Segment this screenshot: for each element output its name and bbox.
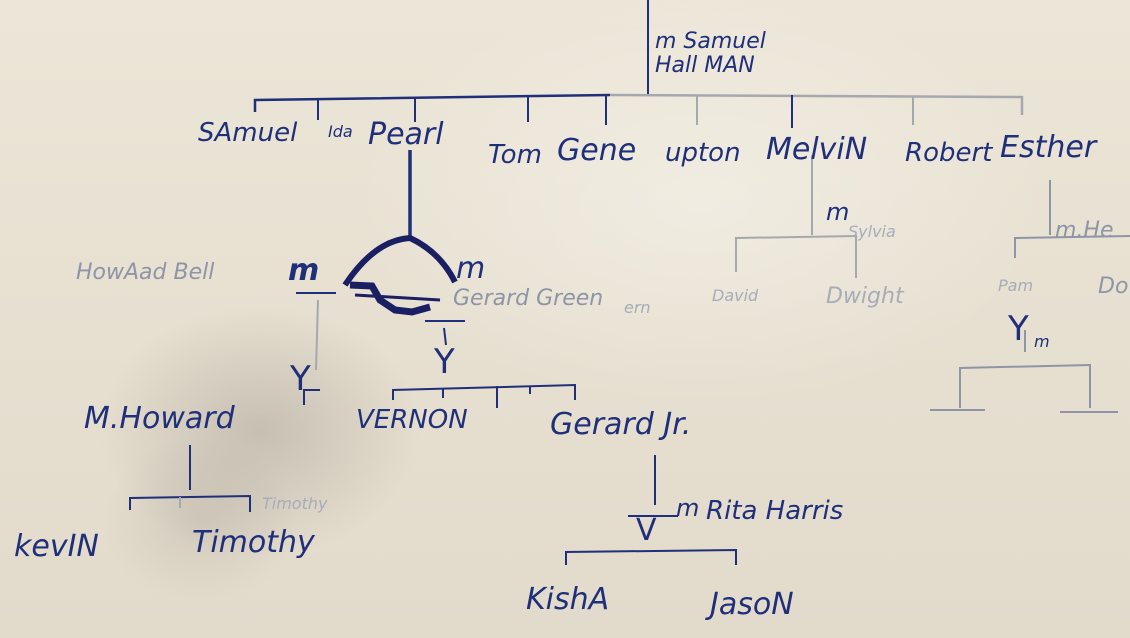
gerard-jr-child-bar [565,548,737,565]
name-sylvia: Sylvia [848,222,896,241]
m-howard-child-bar [129,494,251,512]
marriage-mark-melvin: m [826,198,850,226]
esther-child-bar [1014,235,1130,258]
scribble-out [349,281,431,316]
name-dwight: Dwight [826,284,904,309]
descent-mark-gerard: Y [434,342,455,382]
samuel-hallman-label: m Samuel Hall MAN [655,29,766,79]
name-robert: Robert [905,138,993,168]
marriage-mark-esther-child: m [1034,332,1050,351]
name-esther-child-1: Pam [998,276,1034,295]
name-pearl: Pearl [368,117,444,152]
descent-mark-gerard-jr: V [636,513,657,548]
marriage-mark-gerard: m [456,251,486,286]
sibling-bar-pencil [609,93,1024,115]
name-gerard-green: Gerard Green [453,286,604,311]
marriage-mark-howard: m [288,253,320,288]
name-kisha: KishA [526,582,610,617]
gerard-descent [443,327,447,346]
esther-grandchild-bar [959,363,1091,408]
name-m-howard: M.Howard [84,401,235,436]
name-howard-bell: HowAad Bell [76,260,215,285]
name-upton: upton [665,138,741,168]
descent-mark-howard: Y [290,359,311,399]
marriage-mark-gerard-jr: m [676,494,700,522]
name-vernon: VERNON [356,405,468,435]
melvin-child-bar [735,234,857,278]
name-david: David [712,286,759,305]
scribble-out-2 [354,293,441,302]
howard-descent [315,299,319,371]
gerard-child-bar [392,383,576,400]
name-rita-harris: Rita Harris [706,496,844,526]
name-tom: Tom [488,140,542,170]
name-jason: JasoN [710,587,794,622]
name-samuel: SAmuel [198,118,298,148]
descent-mark-esther: Y [1008,309,1029,349]
name-melvin: MelviN [766,132,868,167]
howard-child-bar [303,389,320,405]
pearl-marriage-arc [342,234,458,287]
name-esther: Esther [1000,130,1097,165]
name-timothy: Timothy [192,525,315,560]
name-esther-spouse: m.He [1055,218,1114,243]
name-timothy-faint: Timothy [262,494,328,513]
name-ida: Ida [328,122,353,141]
name-gerard-jr: Gerard Jr. [550,407,692,442]
name-gene: Gene [557,133,637,168]
name-kevin: kevIN [14,529,99,564]
name-esther-child-2: Do [1098,274,1129,299]
sibling-bar-ink [253,93,611,112]
note-ern: ern [624,298,651,317]
